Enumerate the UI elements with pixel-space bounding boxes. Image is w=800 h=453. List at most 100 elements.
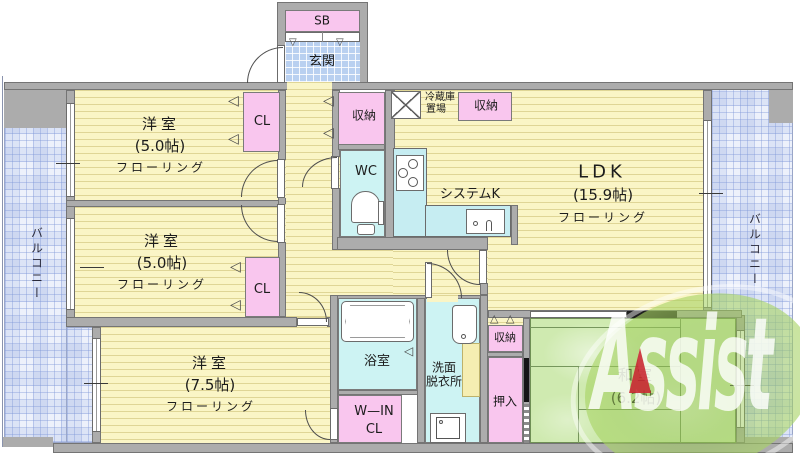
dimension-tick xyxy=(80,267,104,268)
ldk-floor-label: フローリング xyxy=(557,210,649,225)
washroom-counter xyxy=(462,343,480,397)
room-western-3-floor xyxy=(98,327,332,443)
oshiire-sliding-door xyxy=(524,358,529,402)
door-gap xyxy=(427,295,458,302)
wall xyxy=(511,205,518,245)
toilet-tank xyxy=(378,201,384,225)
dimension-tick xyxy=(699,193,723,194)
closet-door-mark: ◁ xyxy=(228,131,239,147)
bathtub-inner xyxy=(345,305,410,338)
oshiire-sliding-door-dashed xyxy=(524,404,529,443)
balcony-left xyxy=(4,88,68,443)
shoe-box xyxy=(285,10,360,32)
storage-kitchen xyxy=(458,92,512,121)
ldk-size: (15.9帖) xyxy=(572,186,634,205)
tatami-line xyxy=(578,366,579,443)
closet-door-mark: ◁ xyxy=(323,125,334,141)
watermark-red-triangle xyxy=(629,348,651,393)
wall xyxy=(417,298,425,443)
storage-tatami xyxy=(488,325,523,352)
door-leaf xyxy=(479,250,487,284)
walk-in-closet-label-2: CL xyxy=(365,422,383,438)
washbasin-dot xyxy=(461,334,466,339)
faucet xyxy=(486,220,492,231)
storage-hall-label: 収納 xyxy=(351,108,377,123)
entry-hatch-mark: ▽ xyxy=(289,37,297,48)
storage-kitchen-label: 収納 xyxy=(473,98,499,113)
closet-cl2-label: CL xyxy=(253,282,271,298)
wall xyxy=(330,295,338,443)
refrigerator-space-icon xyxy=(391,91,421,119)
bath-label: 浴室 xyxy=(363,354,391,370)
door-leaf xyxy=(277,159,285,198)
closet-door-mark: ◁ xyxy=(230,297,241,313)
door-leaf xyxy=(330,408,338,440)
watermark-text: Assist xyxy=(592,291,773,440)
fridge-label-2: 置場 xyxy=(426,103,446,115)
walk-in-closet xyxy=(338,395,402,443)
balcony-right-label: バルコニー xyxy=(747,212,762,288)
window xyxy=(66,103,75,197)
room-western-1-name: 洋室 xyxy=(141,115,181,134)
room-western-2-size: (5.0帖) xyxy=(136,254,188,273)
toilet-icon xyxy=(351,191,380,223)
entrance-step-divider xyxy=(322,32,323,42)
storage-door-mark: △ xyxy=(490,312,499,325)
washroom-label-2: 脱衣所 xyxy=(425,374,463,389)
closet-cl1 xyxy=(243,92,280,152)
room-western-3-size: (7.5帖) xyxy=(184,376,236,395)
stove-burner xyxy=(408,177,418,187)
bath-door-icon: ◁ xyxy=(404,344,414,358)
wall xyxy=(480,295,488,443)
closet-door-mark: ◁ xyxy=(230,259,241,275)
wall xyxy=(487,352,523,357)
room-western-2-name: 洋室 xyxy=(143,232,183,251)
balcony-rail-line xyxy=(2,76,3,447)
storage-door-mark: △ xyxy=(506,312,515,325)
closet-cl2 xyxy=(245,257,280,317)
dimension-tick xyxy=(56,163,80,164)
window xyxy=(66,218,75,310)
stove-burner xyxy=(408,159,418,169)
washing-machine-drum xyxy=(436,417,460,439)
bathtub-icon xyxy=(341,301,414,342)
balcony-corner-block xyxy=(3,437,53,447)
oshiire-label: 押入 xyxy=(492,394,518,409)
entry-hatch-mark: ▽ xyxy=(336,37,344,48)
door-leaf xyxy=(277,204,285,243)
oshiire-closet xyxy=(488,357,523,443)
room-western-2-floor-label: フローリング xyxy=(116,277,208,292)
washing-machine-dot xyxy=(439,420,443,424)
toilet-base xyxy=(357,224,375,235)
faucet-dot xyxy=(473,221,478,226)
wall xyxy=(338,390,418,395)
washroom-label-1: 洗面 xyxy=(431,360,457,375)
balcony-corner-block xyxy=(4,88,68,128)
room-western-3-floor-label: フローリング xyxy=(165,399,257,414)
wall xyxy=(66,317,297,327)
closet-cl1-label: CL xyxy=(253,114,271,130)
wall xyxy=(337,237,488,250)
closet-door-mark: ◁ xyxy=(323,93,334,109)
entrance-tile xyxy=(285,42,360,82)
shoe-box-label: SB xyxy=(314,13,330,28)
balcony-corner-block xyxy=(769,88,793,123)
window xyxy=(92,338,101,432)
stove-burner xyxy=(398,168,408,178)
dimension-tick xyxy=(84,383,108,384)
room-western-2-floor xyxy=(72,207,278,317)
wall xyxy=(278,90,286,317)
tatami-line xyxy=(530,327,680,328)
storage-hall xyxy=(338,92,385,145)
room-western-1-size: (5.0帖) xyxy=(134,137,186,156)
kitchen-label: システムK xyxy=(439,187,501,203)
ldk-name: LDK xyxy=(578,161,626,183)
entrance-label: 玄関 xyxy=(308,54,336,70)
balcony-left-extension xyxy=(66,327,94,443)
entrance-corridor-opening xyxy=(287,82,332,90)
balcony-left-label: バルコニー xyxy=(29,226,44,302)
fridge-label-1: 冷蔵庫 xyxy=(425,91,455,103)
room-western-3-name: 洋室 xyxy=(191,354,231,373)
wc-label: WC xyxy=(355,164,377,180)
